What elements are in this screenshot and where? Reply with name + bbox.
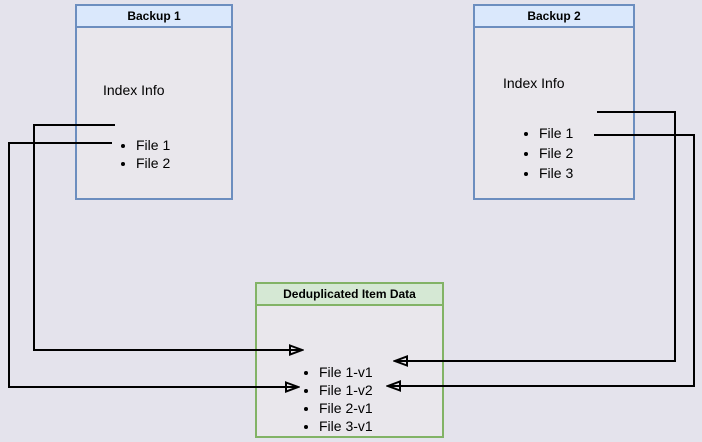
backup1-body: Index Info File 1 File 2 (77, 28, 231, 198)
backup1-file-list: File 1 File 2 (121, 136, 170, 172)
backup1-box: Backup 1 Index Info File 1 File 2 (75, 4, 233, 200)
dedup-item-list: File 1-v1 File 1-v2 File 2-v1 File 3-v1 (304, 363, 373, 435)
list-item: File 3 (539, 163, 573, 183)
backup2-index-label: Index Info (503, 75, 565, 91)
backup2-file-list: File 1 File 2 File 3 (524, 123, 573, 183)
list-item: File 2 (539, 143, 573, 163)
list-item: File 2-v1 (319, 399, 373, 417)
list-item: File 1 (136, 136, 170, 154)
list-item: File 3-v1 (319, 417, 373, 435)
backup2-body: Index Info File 1 File 2 File 3 (475, 28, 633, 198)
list-item: File 1-v2 (319, 381, 373, 399)
dedup-body: File 1-v1 File 1-v2 File 2-v1 File 3-v1 (257, 306, 442, 436)
dedup-title: Deduplicated Item Data (257, 284, 442, 306)
backup2-box: Backup 2 Index Info File 1 File 2 File 3 (473, 4, 635, 200)
list-item: File 2 (136, 154, 170, 172)
backup1-index-label: Index Info (103, 82, 165, 98)
backup1-title: Backup 1 (77, 6, 231, 28)
dedup-box: Deduplicated Item Data File 1-v1 File 1-… (255, 282, 444, 438)
list-item: File 1-v1 (319, 363, 373, 381)
list-item: File 1 (539, 123, 573, 143)
backup2-title: Backup 2 (475, 6, 633, 28)
